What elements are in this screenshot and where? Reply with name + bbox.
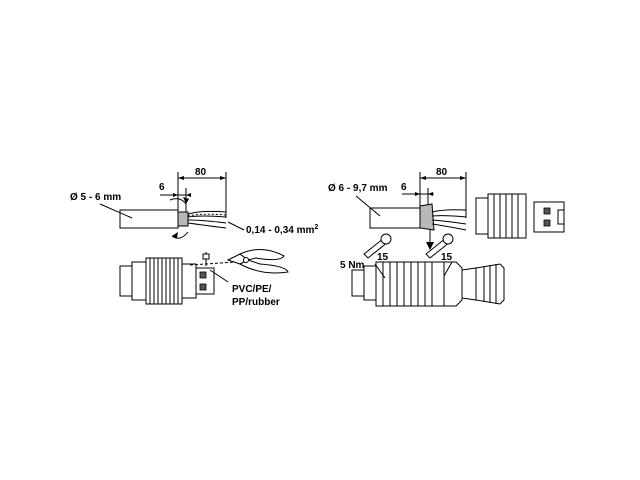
left-strip-80-label: 80 [195,167,207,178]
cutter-pliers-icon [226,249,289,274]
left-material-leader [209,269,229,283]
torque-label: 5 Nm [340,260,365,271]
right-diameter-leader [355,195,381,217]
wrench-size-label-b: 15 [441,252,453,263]
wrench-icon-right [425,233,454,259]
left-diameter-leader [99,203,133,219]
left-cable-shield [177,211,189,227]
left-strip-6-label: 6 [159,182,165,193]
left-cable-diameter-label: Ø 5 - 6 mm [70,192,121,203]
right-cable-shield [419,203,435,231]
left-rotate-arrow-top [169,198,187,205]
left-cable-strip-view [119,172,245,239]
insulation-material-label-1: PVC/PE/ [232,284,272,295]
right-strip-80-label: 80 [436,167,448,178]
left-dimension-80 [177,172,227,218]
wrench-size-label-a: 15 [377,252,389,263]
left-knurl [149,258,179,304]
right-connector-body [351,261,505,307]
left-cable-jacket [119,209,179,229]
wrench-b-leader [443,261,453,277]
right-cable-jacket [369,207,421,229]
left-rotate-arrow-bottom [171,231,189,239]
wrench-a-leader [374,263,386,279]
insulation-material-label-2: PP/rubber [232,297,280,308]
right-strip-6-label: 6 [401,182,407,193]
right-connector-parts [475,193,565,239]
left-wires [187,210,227,229]
right-wires [431,209,467,231]
left-connector-body [119,252,237,305]
right-cable-strip-view [369,172,467,250]
wire-cross-section-label: 0,14 - 0,34 mm2 [246,224,318,236]
wrench-icon-left [363,233,392,259]
right-cable-diameter-label: Ø 6 - 9,7 mm [328,183,388,194]
